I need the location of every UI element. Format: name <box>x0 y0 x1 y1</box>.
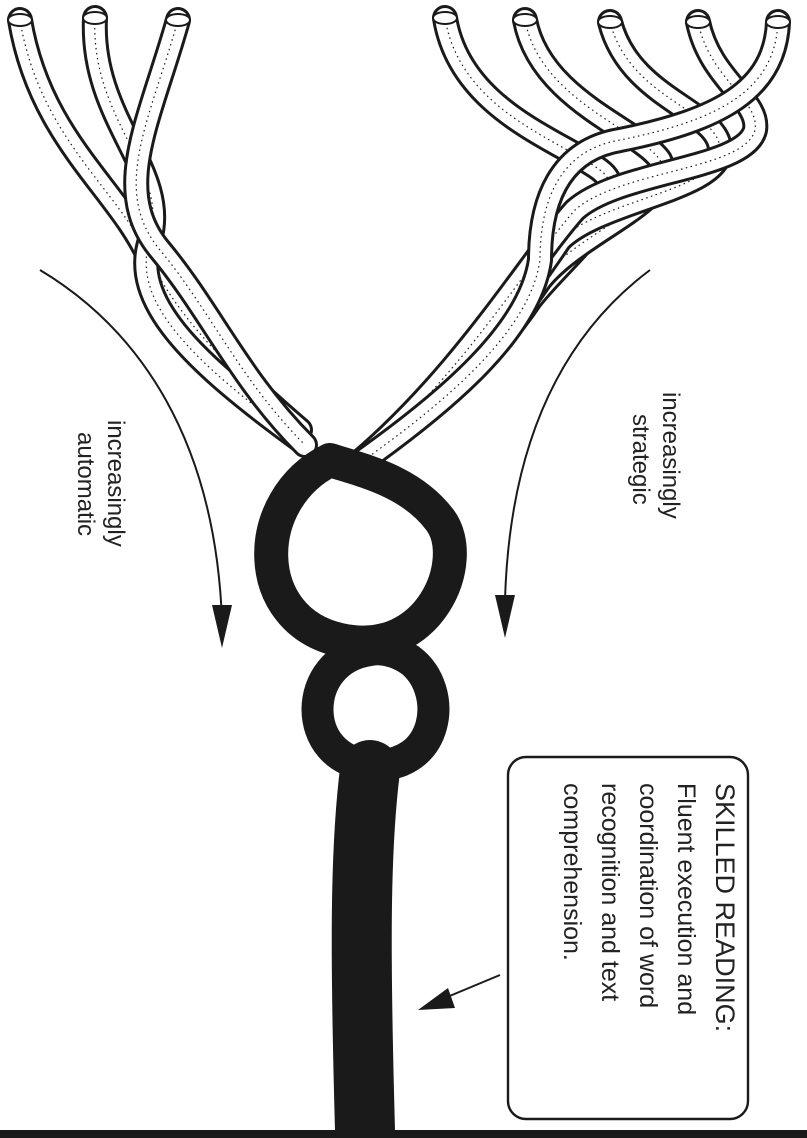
callout-line3: recognition and text <box>596 783 624 1001</box>
automatic-label-line1: increasingly <box>102 420 129 547</box>
strategic-label-line2: strategic <box>627 414 654 505</box>
left-strand-group <box>8 12 305 445</box>
automatic-label-line2: automatic <box>72 432 99 536</box>
right-strand-group <box>350 12 790 470</box>
right-strand-end-5 <box>766 16 790 28</box>
merged-rope <box>271 460 450 1130</box>
right-strand-end-4 <box>686 16 710 28</box>
right-strand-end-2 <box>513 14 537 26</box>
left-strand-end-1 <box>8 14 32 26</box>
left-strand-end-2 <box>83 12 107 24</box>
right-strand-2 <box>350 20 663 470</box>
callout-line2: coordination of word <box>634 783 662 1008</box>
right-strand-end-1 <box>433 12 457 24</box>
left-strand-end-3 <box>166 14 190 26</box>
callout-title: SKILLED READING: <box>710 783 740 1032</box>
strategic-label-line1: increasingly <box>657 392 684 519</box>
strategic-arrowhead <box>495 595 515 638</box>
skilled-reading-callout: SKILLED READING: Fluent execution and co… <box>418 757 748 1119</box>
bottom-edge-bar <box>0 1130 807 1138</box>
callout-line4: comprehension. <box>558 783 586 961</box>
callout-line1: Fluent execution and <box>672 783 700 1015</box>
automatic-arrowhead <box>212 605 232 648</box>
callout-pointer-arrowhead <box>418 988 455 1010</box>
right-strand-end-3 <box>598 16 622 28</box>
